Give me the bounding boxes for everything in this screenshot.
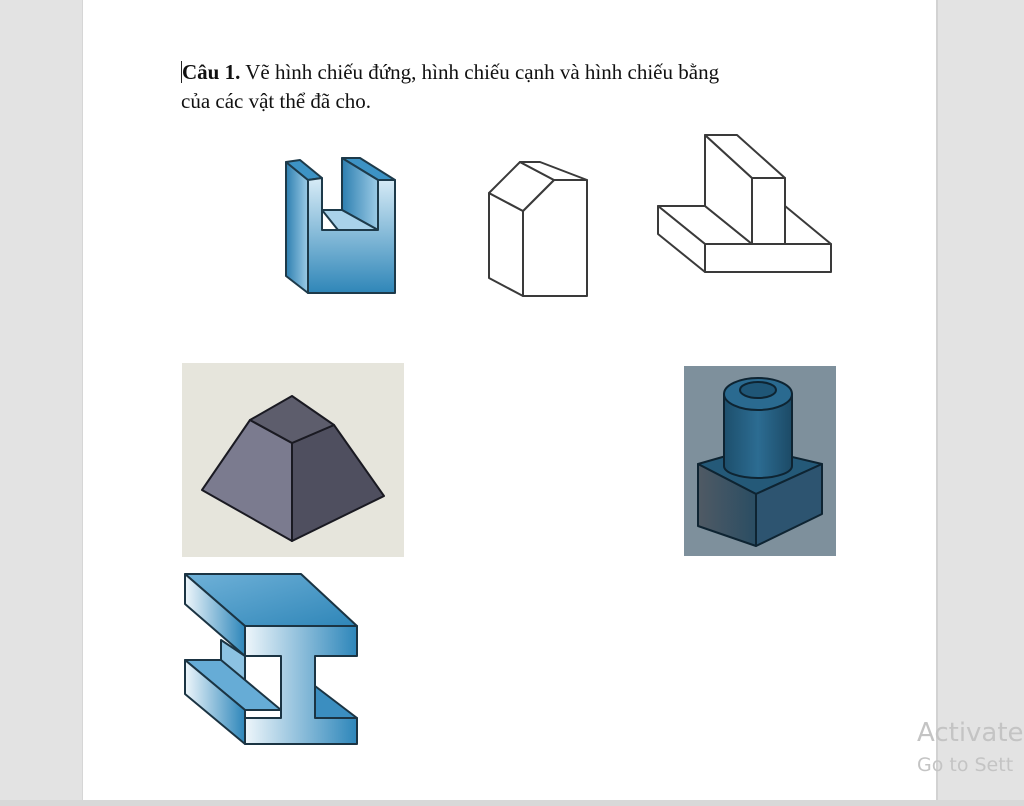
cylinder-on-cube-figure[interactable] <box>684 366 836 556</box>
watermark-line2: Go to Sett <box>917 754 1014 776</box>
status-bar-edge <box>0 800 1024 806</box>
chamfered-prism-figure[interactable] <box>486 145 591 300</box>
text-cursor <box>181 61 182 83</box>
windows-activation-watermark: Activate Go to Sett <box>917 716 1024 780</box>
watermark-line1: Activate <box>917 718 1024 748</box>
truncated-pyramid-figure[interactable] <box>182 363 404 557</box>
t-shaped-block-figure[interactable] <box>655 132 835 277</box>
question-label: Câu 1. <box>182 60 241 84</box>
question-text-line2: của các vật thể đã cho. <box>181 89 372 113</box>
i-beam-block-figure[interactable] <box>181 570 361 750</box>
question-text-line1: Vẽ hình chiếu đứng, hình chiếu cạnh và h… <box>240 60 720 84</box>
question-paragraph[interactable]: Câu 1. Vẽ hình chiếu đứng, hình chiếu cạ… <box>181 58 861 116</box>
u-slot-block-figure[interactable] <box>280 150 405 300</box>
